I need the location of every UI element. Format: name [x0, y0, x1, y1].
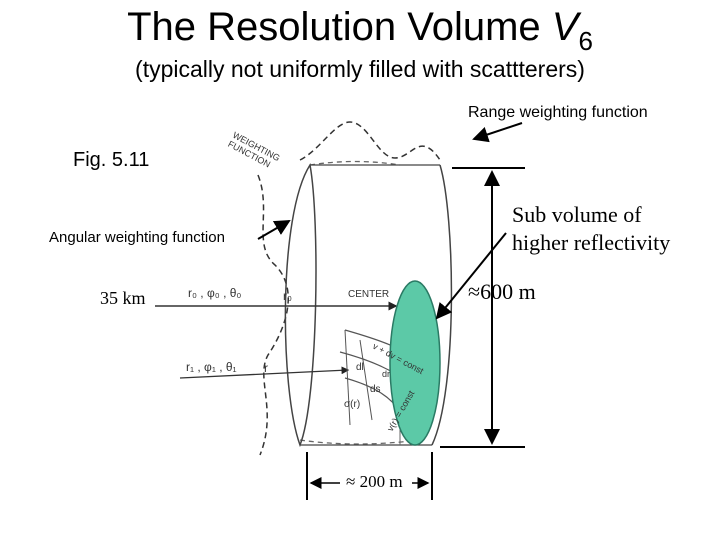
- r-vector-label: r: [264, 361, 268, 375]
- page-title: The Resolution Volume V6: [0, 4, 720, 64]
- angular-weighting-label: Angular weighting function: [49, 229, 225, 246]
- r1-phi1-theta1-label: r₁ , φ₁ , θ₁: [186, 360, 237, 374]
- dl-label: dl: [356, 362, 364, 373]
- cylinder-left-ellipse: [284, 162, 317, 448]
- center-label: CENTER: [348, 289, 389, 300]
- height-label: ≈600 m: [468, 279, 536, 304]
- sub-volume-line-1: Sub volume of: [512, 202, 642, 227]
- distance-label: 35 km: [100, 288, 146, 308]
- page-subtitle: (typically not uniformly filled with sca…: [135, 56, 585, 82]
- sub-volume-line-2: higher reflectivity: [512, 230, 671, 255]
- sigma-r-label: σ(r): [344, 399, 360, 410]
- high-reflectivity-subvolume: [389, 280, 441, 446]
- figure-number-label: Fig. 5.11: [73, 149, 150, 171]
- angular-weighting-curve: [257, 174, 289, 456]
- subvolume-pointer: [435, 232, 507, 320]
- r1-arrow: [179, 366, 350, 379]
- title-subscript: 6: [578, 26, 593, 56]
- range-weighting-curve: [299, 121, 441, 161]
- sub-volume-label: Sub volume of higher reflectivity: [512, 201, 670, 257]
- r0-phi0-theta0-label: r₀ , φ₀ , θ₀: [188, 286, 241, 300]
- title-main: The Resolution Volume: [127, 5, 552, 49]
- range-label-pointer: [472, 122, 523, 143]
- slice-radial-1: [344, 329, 351, 426]
- ds-label: ds: [370, 384, 381, 395]
- dr-label: dr: [382, 369, 390, 379]
- r0-vector-label: r₀: [283, 289, 292, 303]
- width-label: ≈ 200 m: [346, 472, 403, 491]
- angular-label-pointer: [257, 219, 291, 240]
- range-weighting-label: Range weighting function: [468, 104, 648, 121]
- cylinder-back-bottom: [299, 439, 421, 445]
- cylinder-back-edge: [309, 160, 401, 166]
- title-variable: V: [551, 5, 579, 49]
- weighting-function-rotated-label: WEIGHTING FUNCTION: [226, 130, 281, 169]
- slice-radial-2: [359, 339, 373, 421]
